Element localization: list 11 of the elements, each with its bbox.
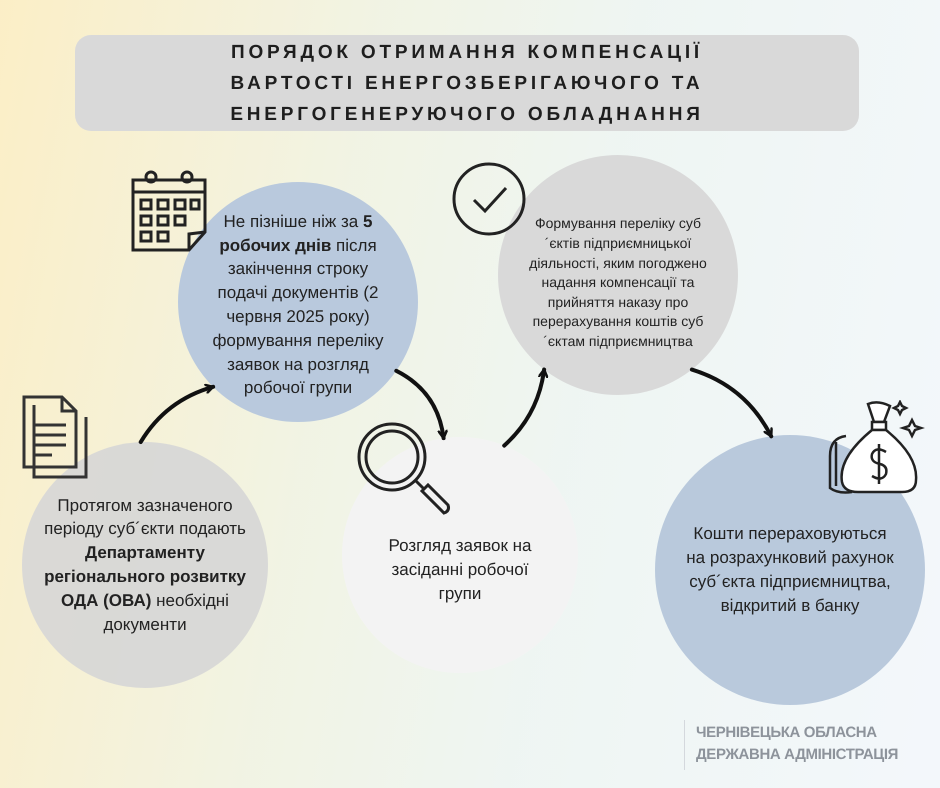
curved-arrow bbox=[138, 384, 216, 444]
curved-arrow bbox=[394, 368, 448, 440]
title: ПОРЯДОК ОТРИМАННЯ КОМПЕНСАЦІЇ ВАРТОСТІ ЕНЕРГОЗБЕРІГАЮЧОГО ТА ЕНЕРГОГЕНЕРУЮЧОГО ОБЛАДНАННЯ bbox=[75, 35, 859, 131]
curved-arrow bbox=[502, 368, 548, 448]
step-text: Не пізніше ніж за 5 робочих днів після закінчення строку подачі документів (2 червня 2025 року) формування переліку заявок на розгляд робочої групи bbox=[211, 210, 385, 400]
step-text: Формування переліку суб´єктів підприємницької діяльності, яким погоджено надання компенсації та прийняття наказу про перерахування коштів суб´єктам підприємництва bbox=[528, 214, 708, 351]
footer-text: ЧЕРНІВЕЦЬКА ОБЛАСНА ДЕРЖАВНА АДМІНІСТРАЦІЯ bbox=[696, 723, 900, 765]
curved-arrow bbox=[690, 368, 774, 438]
step-text: Розгляд заявок на засіданні робочої групи bbox=[388, 535, 532, 605]
step-text: Протягом зазначеного періоду суб´єкти подають Департаменту регіонального розвитку ОДА (ОВА) необхідні документи bbox=[43, 494, 247, 636]
step-text: Кошти перераховуються на розрахунковий рахунок суб´єкта підприємництва, відкритий в банку bbox=[685, 523, 895, 617]
